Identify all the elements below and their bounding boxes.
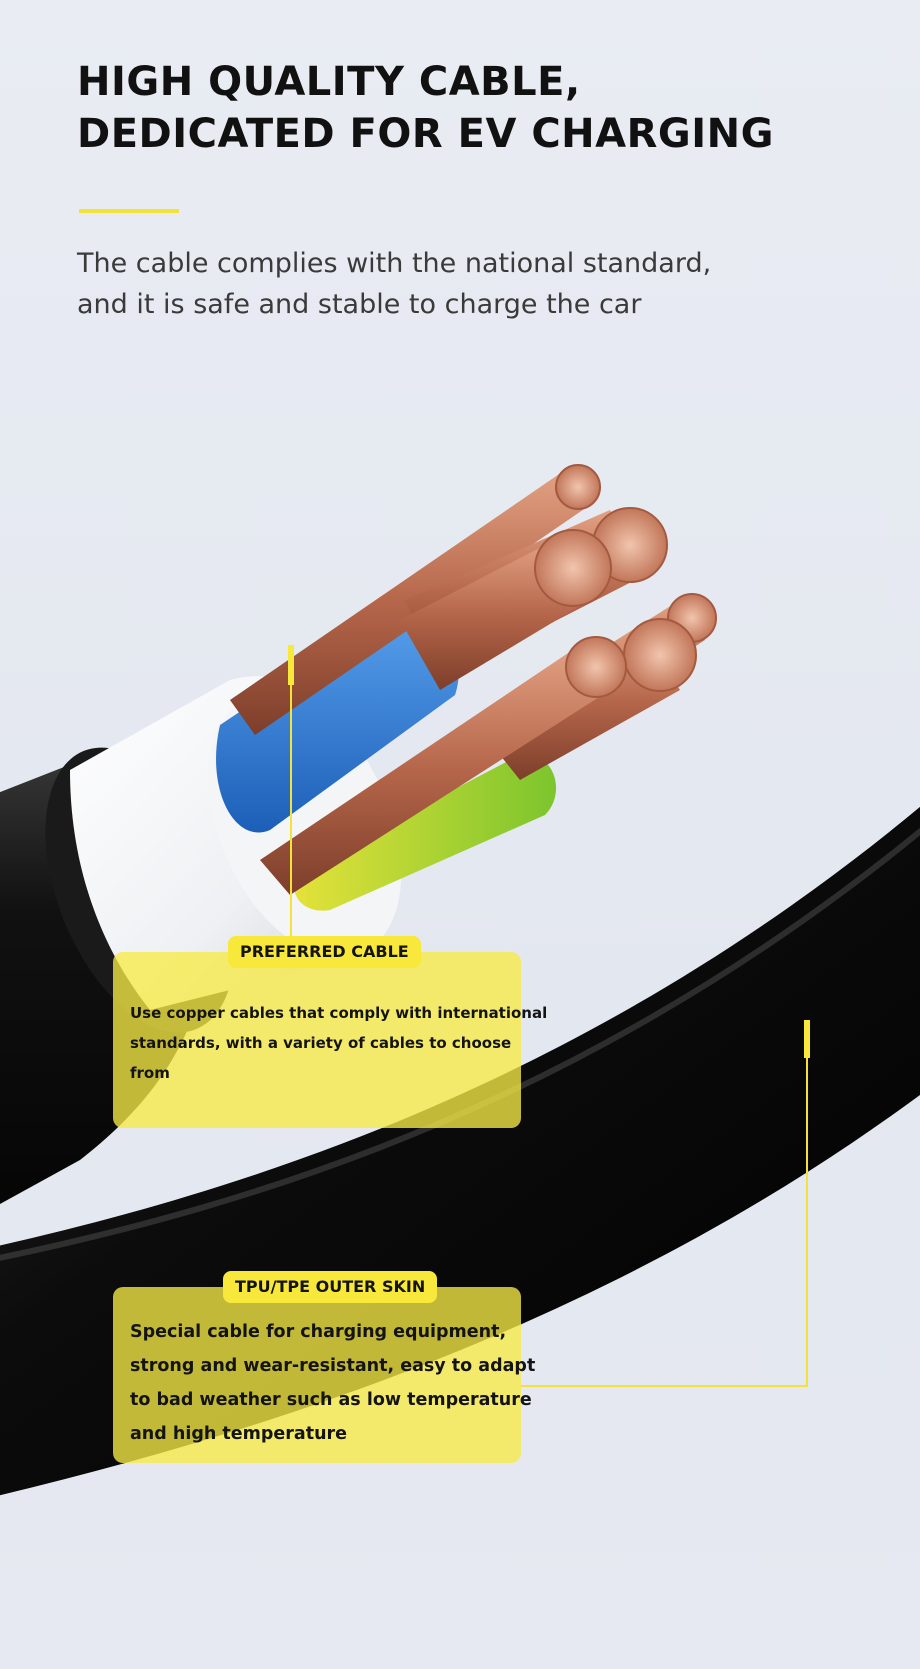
callout-2-connector — [521, 1058, 808, 1387]
callout-description: Use copper cables that comply with inter… — [130, 998, 548, 1088]
callout-tag: PREFERRED CABLE — [228, 936, 421, 968]
callout-1-marker — [288, 645, 294, 685]
headline: HIGH QUALITY CABLE, DEDICATED FOR EV CHA… — [77, 56, 877, 160]
callout-outer-skin: TPU/TPE OUTER SKIN Special cable for cha… — [113, 1271, 536, 1463]
callout-2-marker — [804, 1020, 810, 1058]
subtitle-line-1: The cable complies with the national sta… — [77, 248, 712, 279]
yellow-green-wire — [294, 755, 557, 911]
callout-line: standards, with a variety of cables to c… — [130, 1034, 512, 1052]
headline-line-1: HIGH QUALITY CABLE, — [77, 59, 581, 105]
callout-line: to bad weather such as low temperature — [130, 1390, 532, 1410]
blue-wire — [216, 602, 459, 833]
headline-line-2: DEDICATED FOR EV CHARGING — [77, 111, 774, 157]
callout-line: and high temperature — [130, 1424, 348, 1444]
accent-divider — [79, 209, 179, 213]
copper-conductors — [230, 464, 717, 895]
callout-line: Use copper cables that comply with inter… — [130, 1004, 548, 1022]
subtitle-line-2: and it is safe and stable to charge the … — [77, 289, 642, 320]
callout-line: from — [130, 1064, 170, 1082]
callout-preferred-cable: PREFERRED CABLE Use copper cables that c… — [113, 936, 548, 1128]
callout-line: Special cable for charging equipment, — [130, 1322, 507, 1342]
callout-line: strong and wear-resistant, easy to adapt — [130, 1356, 536, 1376]
callout-description: Special cable for charging equipment, st… — [130, 1315, 536, 1451]
callout-tag: TPU/TPE OUTER SKIN — [223, 1271, 438, 1303]
subtitle: The cable complies with the national sta… — [77, 243, 877, 325]
